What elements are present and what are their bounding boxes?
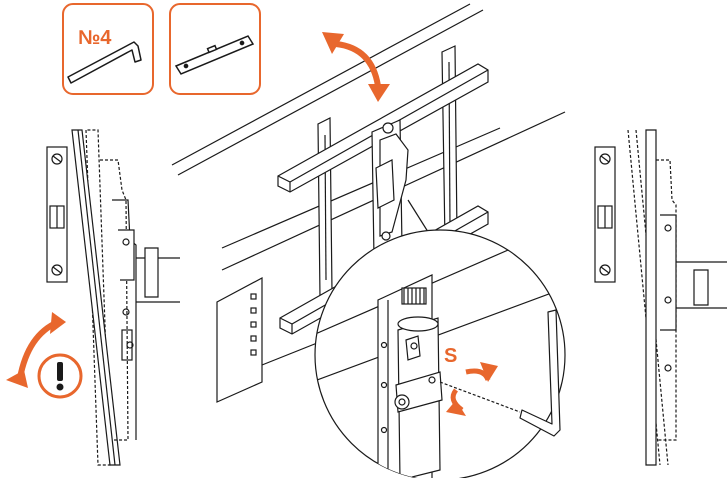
hex-key-icon: [519, 309, 561, 437]
rotate-arrow-top: [322, 32, 390, 102]
rotate-arrow-left: [6, 312, 66, 388]
tool-box-level: [169, 3, 261, 95]
spirit-level-icon: [174, 35, 255, 75]
left-level: [46, 146, 68, 283]
right-level: [594, 146, 616, 283]
exclamation-icon: [37, 353, 83, 399]
hex-key-size-label: №4: [78, 27, 112, 49]
rotate-arrow-screw: [446, 362, 498, 416]
right-side-view: [594, 129, 727, 466]
hex-key-icon: [67, 41, 142, 84]
left-side-view: [46, 129, 180, 466]
screw-label: S: [444, 345, 457, 367]
zoom-detail: S: [314, 229, 566, 478]
tool-box-hex-key: №4: [62, 3, 154, 95]
tilt-mechanism: [371, 119, 409, 259]
